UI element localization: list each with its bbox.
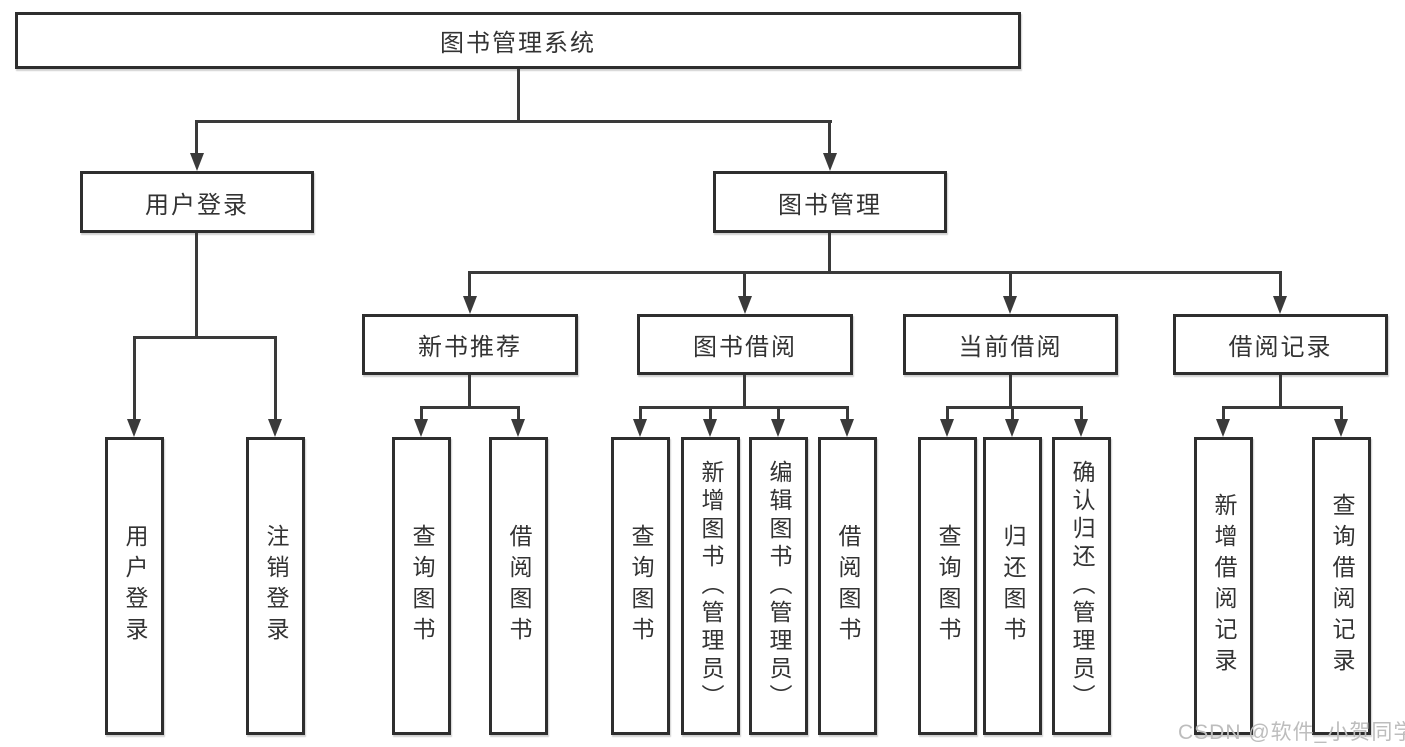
- leaf-cb-return-books-label: 归还图书: [1000, 524, 1026, 648]
- arrow-head: [190, 153, 204, 171]
- leaf-bb-borrow-books: 借阅图书: [818, 437, 877, 735]
- node-book-borrow-label: 图书借阅: [693, 334, 797, 361]
- connector-stem: [777, 406, 780, 421]
- node-book-mgmt-label: 图书管理: [778, 191, 882, 219]
- node-borrow-records-label: 借阅记录: [1228, 334, 1333, 361]
- node-root-label: 图书管理系统: [440, 30, 596, 57]
- arrow-head: [511, 419, 525, 437]
- connector-stem: [1340, 406, 1343, 421]
- leaf-br-query-record: 查询借阅记录: [1312, 437, 1371, 735]
- leaf-br-add-record: 新增借阅记录: [1194, 437, 1253, 735]
- leaf-br-add-record-label: 新增借阅记录: [1211, 493, 1237, 679]
- connector-stem: [133, 336, 136, 421]
- arrow-head: [268, 419, 282, 437]
- arrow-head: [738, 296, 752, 314]
- leaf-nbr-borrow-books-label: 借阅图书: [506, 524, 532, 648]
- leaf-bb-query-books: 查询图书: [611, 437, 670, 735]
- connector-stem: [1222, 406, 1225, 421]
- connector-book-mgmt-trunk: [828, 233, 831, 274]
- connector-stem: [946, 406, 949, 421]
- node-current-borrow: 当前借阅: [903, 314, 1118, 375]
- node-user-login: 用户登录: [80, 171, 314, 233]
- leaf-logout-label: 注销登录: [263, 524, 289, 648]
- connector-root-trunk: [517, 69, 520, 122]
- node-borrow-records: 借阅记录: [1173, 314, 1388, 375]
- leaf-bb-borrow-books-label: 借阅图书: [835, 524, 861, 648]
- leaf-cb-return-books: 归还图书: [983, 437, 1042, 735]
- arrow-head: [840, 419, 854, 437]
- leaf-bb-edit-books: 编辑图书（管理员）: [749, 437, 808, 735]
- connector-trunk: [1009, 375, 1012, 409]
- arrow-head: [1003, 296, 1017, 314]
- watermark: CSDN @软件_小贺同学: [1178, 721, 1405, 744]
- leaf-nbr-borrow-books: 借阅图书: [489, 437, 548, 735]
- arrow-head: [127, 419, 141, 437]
- node-root: 图书管理系统: [15, 12, 1021, 69]
- arrow-head: [633, 419, 647, 437]
- arrow-head: [414, 419, 428, 437]
- leaf-cb-confirm-return-label: 确认归还（管理员）: [1069, 460, 1095, 712]
- connector-stem: [1279, 271, 1282, 298]
- leaf-user-login-label: 用户登录: [122, 524, 148, 648]
- connector-stem: [468, 271, 471, 298]
- arrow-head: [1005, 419, 1019, 437]
- arrow-head: [823, 153, 837, 171]
- leaf-nbr-query-books: 查询图书: [392, 437, 451, 735]
- connector-hbar: [946, 406, 1083, 409]
- connector-stem: [1011, 406, 1014, 421]
- node-new-book-rec-label: 新书推荐: [418, 334, 522, 361]
- leaf-cb-confirm-return: 确认归还（管理员）: [1052, 437, 1111, 735]
- leaf-cb-query-books-label: 查询图书: [935, 524, 961, 648]
- arrow-head: [1273, 296, 1287, 314]
- connector-user-login-hbar: [133, 336, 277, 339]
- leaf-user-login: 用户登录: [105, 437, 164, 735]
- connector-trunk: [743, 375, 746, 409]
- connector-stem: [195, 120, 198, 155]
- connector-hbar: [1222, 406, 1343, 409]
- arrow-head: [703, 419, 717, 437]
- connector-hbar: [420, 406, 520, 409]
- leaf-logout: 注销登录: [246, 437, 305, 735]
- connector-stem: [420, 406, 423, 421]
- connector-stem: [1009, 271, 1012, 298]
- connector-level2-hbar: [195, 120, 832, 123]
- node-book-mgmt: 图书管理: [713, 171, 947, 233]
- leaf-bb-add-books-label: 新增图书（管理员）: [698, 460, 724, 712]
- leaf-cb-query-books: 查询图书: [918, 437, 977, 735]
- node-current-borrow-label: 当前借阅: [958, 334, 1063, 361]
- arrow-head: [940, 419, 954, 437]
- leaf-bb-add-books: 新增图书（管理员）: [681, 437, 740, 735]
- leaf-br-query-record-label: 查询借阅记录: [1329, 493, 1355, 679]
- leaf-bb-query-books-label: 查询图书: [628, 524, 654, 648]
- leaf-nbr-query-books-label: 查询图书: [409, 524, 435, 648]
- connector-stem: [743, 271, 746, 298]
- connector-trunk: [1279, 375, 1282, 409]
- connector-stem: [1080, 406, 1083, 421]
- node-new-book-rec: 新书推荐: [362, 314, 578, 375]
- connector-stem: [846, 406, 849, 421]
- arrow-head: [1334, 419, 1348, 437]
- node-book-borrow: 图书借阅: [637, 314, 853, 375]
- connector-stem: [517, 406, 520, 421]
- leaf-bb-edit-books-label: 编辑图书（管理员）: [766, 460, 792, 712]
- connector-stem: [709, 406, 712, 421]
- connector-level3-hbar: [468, 271, 1282, 274]
- node-user-login-label: 用户登录: [145, 191, 249, 219]
- connector-stem: [274, 336, 277, 421]
- connector-user-login-trunk: [195, 233, 198, 338]
- connector-trunk: [468, 375, 471, 409]
- connector-stem: [828, 120, 831, 155]
- arrow-head: [1074, 419, 1088, 437]
- arrow-head: [1216, 419, 1230, 437]
- arrow-head: [771, 419, 785, 437]
- arrow-head: [463, 296, 477, 314]
- connector-stem: [639, 406, 642, 421]
- connector-hbar: [639, 406, 849, 409]
